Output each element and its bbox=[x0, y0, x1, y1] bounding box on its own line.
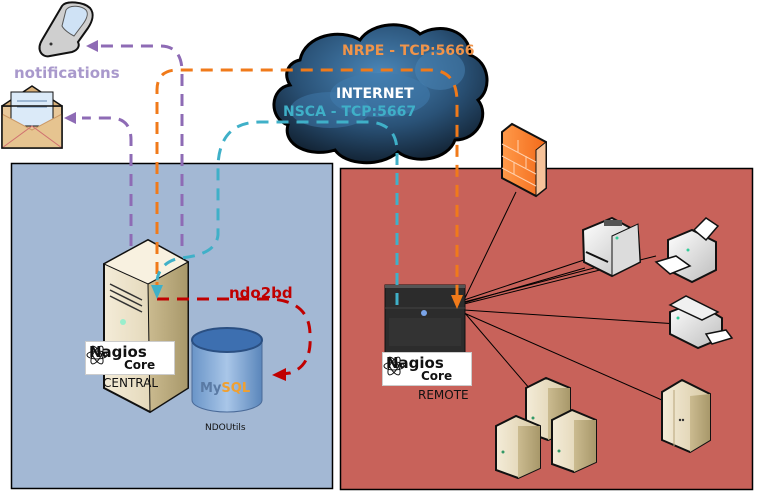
remote-label: REMOTE bbox=[418, 388, 469, 402]
atom-icon bbox=[383, 356, 405, 376]
nagios-core-logo-central: Nagios Core bbox=[85, 341, 175, 375]
printer-large-icon bbox=[581, 216, 642, 278]
internet-cloud-icon bbox=[272, 23, 489, 165]
connection-lines bbox=[82, 44, 459, 376]
nagios-core-logo-remote: Nagios Core bbox=[382, 352, 472, 386]
central-label: CENTRAL bbox=[103, 376, 159, 390]
nsca-label: NSCA - TCP:5667 bbox=[283, 104, 417, 120]
ndo2bd-link bbox=[157, 297, 312, 376]
arrow-nrpe-remote bbox=[451, 295, 463, 309]
arrow-nsca-central bbox=[151, 285, 163, 299]
nrpe-link bbox=[155, 68, 459, 296]
notifications-label: notifications bbox=[14, 64, 120, 82]
arrow-to-phone bbox=[86, 40, 98, 52]
server-cluster-icon bbox=[495, 376, 597, 480]
scanner-icon bbox=[668, 295, 734, 350]
mysql-database-icon: MySQL bbox=[191, 327, 263, 413]
mysql-logo-text: MySQL bbox=[200, 381, 250, 396]
arrow-ndo2bd-db bbox=[272, 368, 286, 381]
nrpe-label: NRPE - TCP:5666 bbox=[342, 43, 475, 59]
email-icon bbox=[1, 85, 63, 149]
mobile-phone-icon bbox=[38, 1, 94, 58]
nagios-product-text: Core bbox=[421, 369, 453, 383]
atom-icon bbox=[86, 345, 108, 365]
tower-server-icon bbox=[661, 378, 711, 454]
nagios-product-text: Core bbox=[124, 358, 156, 372]
network-links bbox=[459, 191, 681, 411]
nagios-brand-text: Nagios bbox=[386, 354, 444, 372]
ndo2bd-label: ndo2bd bbox=[229, 284, 293, 302]
internet-label: INTERNET bbox=[336, 86, 414, 102]
firewall-icon bbox=[501, 122, 547, 198]
nsca-link bbox=[155, 120, 399, 305]
printer-small-icon bbox=[654, 217, 720, 284]
nagios-brand-text: Nagios bbox=[89, 343, 147, 361]
notification-link-email bbox=[82, 116, 133, 246]
arrow-to-email bbox=[64, 112, 76, 124]
ndoutils-label: NDOUtils bbox=[205, 423, 246, 433]
